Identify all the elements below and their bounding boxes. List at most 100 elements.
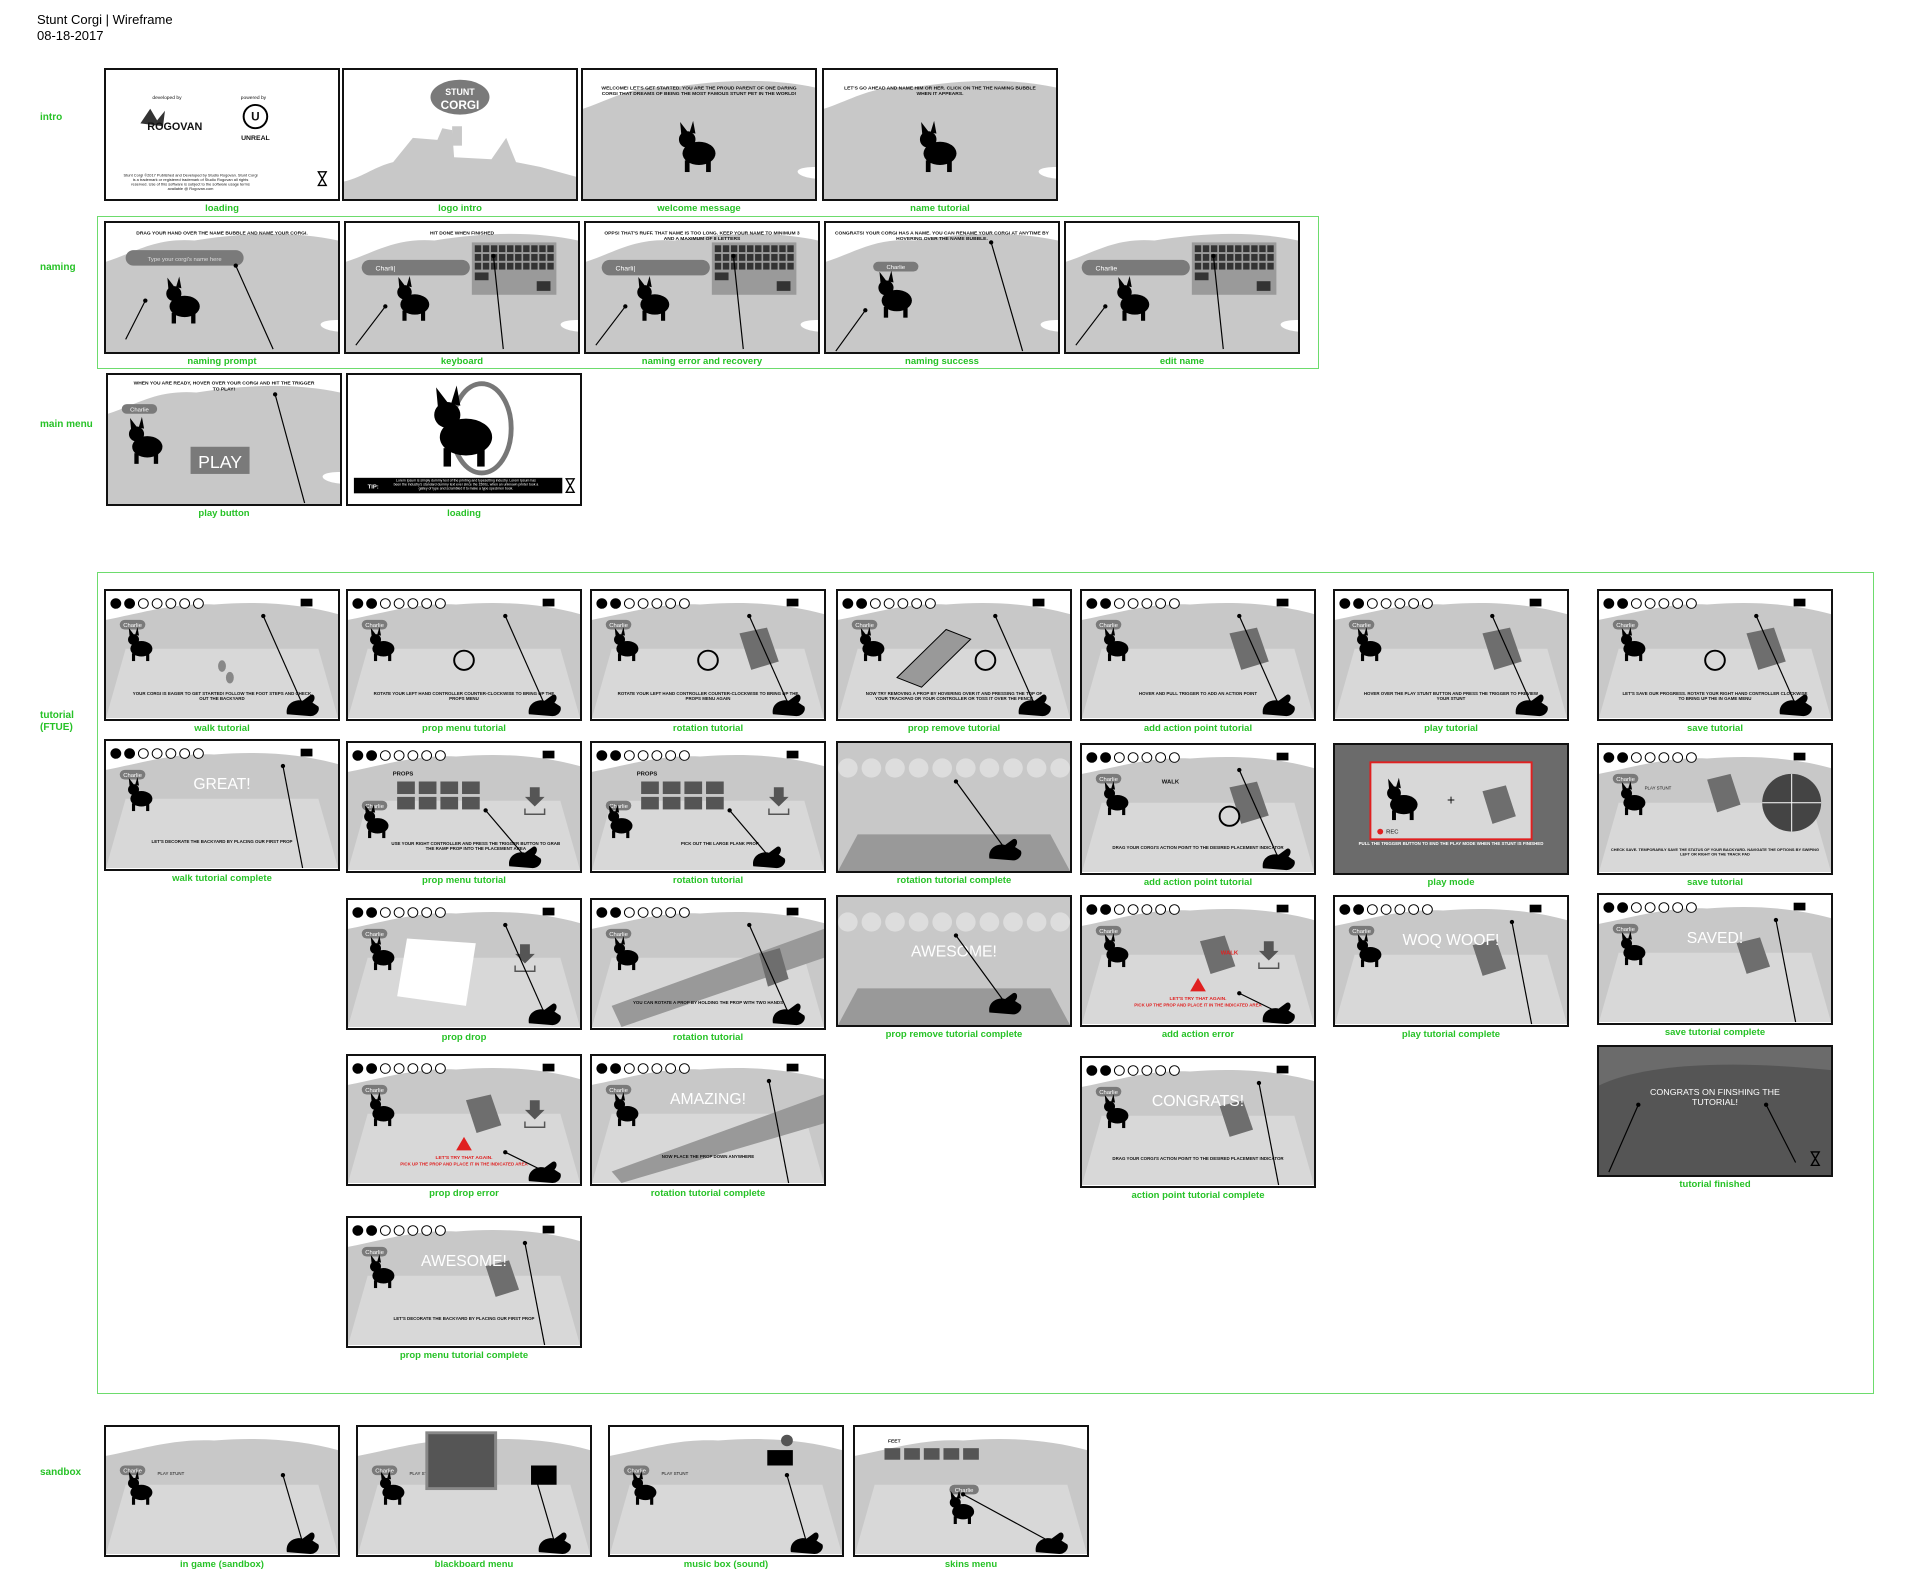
bush-shape	[1026, 758, 1047, 778]
corgi-name-bubble	[371, 1465, 398, 1476]
laser-dot	[1636, 1102, 1641, 1107]
tutorial-progress-icon	[393, 1225, 405, 1236]
corgi-silhouette	[128, 416, 163, 464]
prop-menu-slot	[684, 781, 703, 795]
remove-target-icon	[974, 649, 997, 671]
hourglass-icon	[1810, 1151, 1821, 1167]
tutorial-progress-icon	[1086, 1065, 1098, 1076]
skip-button	[1276, 598, 1289, 607]
tutorial-progress-icon	[679, 1063, 690, 1074]
keyboard-key	[523, 262, 530, 270]
corgi-silhouette	[678, 120, 716, 173]
keyboard-key	[722, 262, 730, 270]
skip-button	[786, 598, 799, 607]
laser-dot	[143, 298, 148, 303]
prop-menu-slot	[418, 781, 437, 795]
laser-dot	[988, 240, 994, 245]
frame-caption: play tutorial complete	[1401, 1029, 1501, 1040]
laser-dot	[863, 308, 868, 313]
controller-laser-pointer	[1239, 992, 1279, 1014]
keyboard-key	[523, 254, 530, 261]
frame-caption: play tutorial	[1424, 723, 1478, 734]
corgi-silhouette	[1387, 777, 1418, 821]
laser-dot	[1754, 613, 1759, 619]
tutorial-progress-icon	[610, 907, 621, 918]
music-box-icon	[767, 1450, 793, 1466]
tutorial-progress-icon	[610, 598, 621, 609]
corgi-name-text: Charlie	[123, 623, 142, 629]
corgi-name-text: Charlie	[375, 1469, 394, 1475]
floor-plane	[1335, 954, 1567, 1025]
corgi-name-bubble	[119, 1465, 146, 1476]
tutorial-progress-icon	[1127, 752, 1139, 763]
backyard-background	[826, 233, 1058, 352]
controller-laser-pointer	[990, 242, 1024, 352]
corgi-name-bubble	[1095, 773, 1122, 784]
keyboard-key	[507, 262, 514, 270]
frame-canvas: CONGRATS! YOUR CORGI HAS A NAME. YOU CAN…	[826, 231, 1058, 352]
corgi-silhouette	[128, 1470, 153, 1505]
controller-laser-pointer	[504, 924, 546, 1014]
keyboard-key	[722, 245, 730, 253]
bush-shape	[885, 758, 905, 778]
controller-hand-icon	[1779, 694, 1812, 717]
keyboard-key	[1267, 262, 1274, 270]
tutorial-progress-icon	[1127, 598, 1139, 609]
frame-caption: logo intro	[438, 203, 482, 214]
tutorial-progress-icon	[911, 598, 923, 609]
center-crosshair: +	[1447, 793, 1455, 808]
corgi-name-bubble	[605, 1084, 632, 1095]
keyboard-key	[722, 254, 730, 261]
tutorial-progress-icon	[1672, 752, 1684, 763]
tutorial-progress-icon	[1686, 752, 1697, 763]
frame-caption: action point tutorial complete	[1131, 1190, 1265, 1201]
corgi-name-bubble	[605, 619, 632, 630]
floor-plane	[358, 1484, 590, 1555]
developed-by-label: developed by	[152, 95, 182, 101]
bush-shape	[908, 912, 929, 932]
tutorial-progress-icon	[379, 1063, 391, 1074]
tutorial-progress-icon	[869, 598, 881, 609]
tutorial-progress-icon	[1366, 598, 1378, 609]
corgi-name-text: Charlie	[855, 623, 874, 629]
tutorial-progress-icon	[596, 907, 608, 918]
corgi-name-bubble	[605, 928, 632, 939]
welcome-instruction: LET'S GO AHEAD AND NAME HIM OR HER. CLIC…	[844, 85, 1036, 97]
unreal-logo-text: UNREAL	[241, 135, 270, 142]
keyboard-key	[738, 262, 746, 270]
laser-dot	[953, 933, 959, 938]
prop-menu-slot	[440, 796, 459, 810]
floor-plane	[1082, 802, 1314, 873]
tutorial-instruction: LET'S SAVE OUR PROGRESS. ROTATE YOUR RIG…	[1622, 691, 1807, 701]
name-input-value: Charli|	[615, 266, 635, 273]
floor-plane	[610, 1484, 842, 1555]
hourglass-icon	[317, 171, 328, 187]
tutorial-progress-icon	[1686, 902, 1697, 913]
keyboard-key	[1259, 254, 1266, 261]
corgi-silhouette	[1104, 1094, 1129, 1129]
corgi-name-text: Charlie	[365, 804, 384, 810]
controller-hand-icon	[989, 838, 1022, 861]
controller-laser-pointer	[835, 309, 866, 352]
bush-shape	[1050, 758, 1070, 778]
rec-indicator-icon	[1377, 828, 1384, 835]
box-prop	[1736, 937, 1771, 974]
tutorial-instruction: ROTATE YOUR LEFT HAND CONTROLLER COUNTER…	[374, 691, 555, 701]
props-menu-title: PROPS	[393, 772, 414, 778]
skip-button	[1276, 904, 1289, 913]
frame-caption: add action error	[1161, 1029, 1235, 1040]
laser-dot	[1103, 304, 1108, 309]
floor-plane	[838, 834, 1070, 871]
tutorial-progress-icon	[1658, 752, 1670, 763]
